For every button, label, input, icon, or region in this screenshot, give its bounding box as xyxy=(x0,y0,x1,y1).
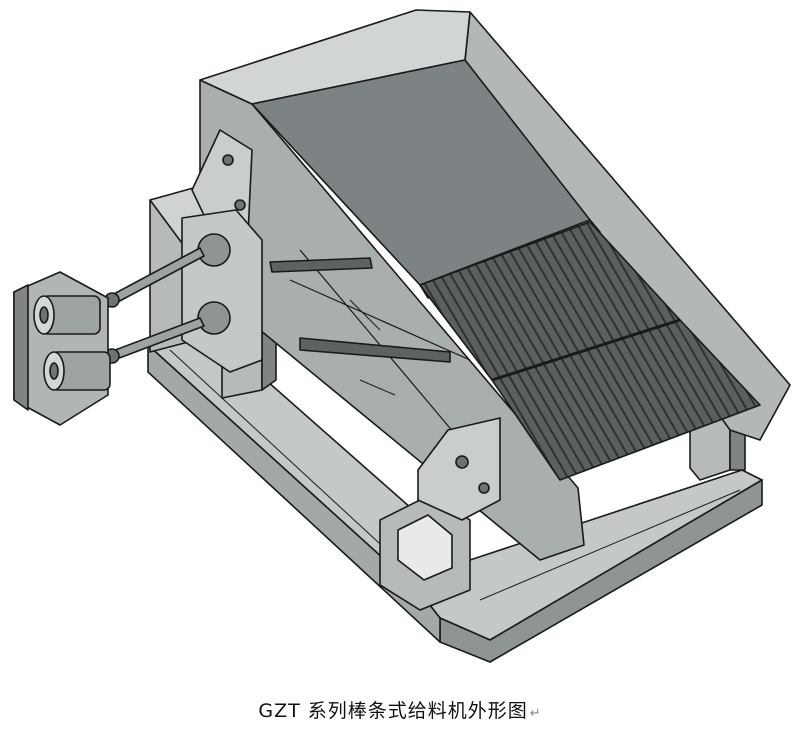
paragraph-mark-icon: ↵ xyxy=(529,706,542,721)
motor-assembly xyxy=(13,271,111,426)
base-left-rail-face xyxy=(147,344,441,643)
exciter-upper-wheel xyxy=(197,233,231,267)
trough-rear-wall xyxy=(199,9,471,105)
lower-motor xyxy=(43,351,111,391)
feeder-drawing xyxy=(13,9,791,663)
front-supports xyxy=(379,409,746,611)
exciter-housing xyxy=(181,209,263,373)
caption-text: GZT 系列棒条式给料机外形图 xyxy=(258,700,528,722)
grate-bars xyxy=(419,221,761,481)
exciter-box xyxy=(181,209,263,373)
drive-shafts xyxy=(104,247,205,364)
front-bracket-plate xyxy=(417,417,501,521)
figure-caption: GZT 系列棒条式给料机外形图↵ xyxy=(0,696,800,726)
exciter-lower-wheel xyxy=(197,301,231,335)
upper-motor xyxy=(33,295,101,335)
side-diagonal-beam xyxy=(269,257,373,273)
